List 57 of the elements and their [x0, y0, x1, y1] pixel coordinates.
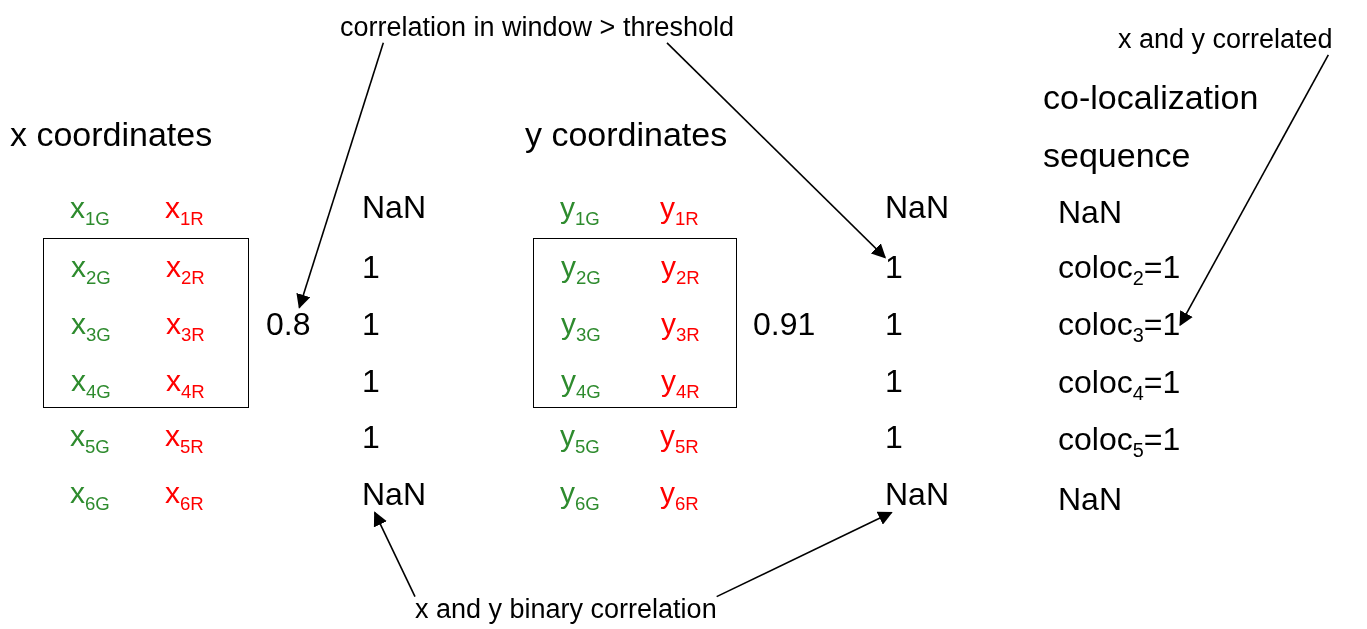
arrow — [666, 42, 887, 259]
value-label: 1 — [362, 307, 380, 343]
value-label: coloc$_{4}$=1 — [1058, 364, 1181, 406]
coordinate-label: y$_{1R}$ — [660, 190, 699, 230]
value-label: 1 — [362, 420, 380, 456]
value-label: 1 — [362, 250, 380, 286]
coordinate-label: x$_{2G}$ — [71, 249, 111, 289]
value-label: NaN — [362, 477, 426, 513]
column-heading: x coordinates — [10, 116, 213, 154]
coordinate-label: y$_{1G}$ — [560, 190, 600, 230]
coordinate-label: x$_{5R}$ — [165, 418, 204, 458]
coordinate-label: y$_{3R}$ — [661, 306, 700, 346]
coordinate-label: x$_{4G}$ — [71, 363, 111, 403]
value-label: NaN — [1058, 195, 1122, 231]
annotation-text: x and y binary correlation — [415, 595, 717, 625]
value-label: NaN — [362, 190, 426, 226]
annotation-text: x and y correlated — [1118, 25, 1333, 55]
coordinate-label: y$_{4R}$ — [661, 363, 700, 403]
coordinate-label: y$_{6G}$ — [560, 475, 600, 515]
arrow — [373, 511, 416, 598]
coordinate-label: x$_{2R}$ — [166, 249, 205, 289]
coordinate-label: y$_{2R}$ — [661, 249, 700, 289]
coordinate-label: x$_{1G}$ — [70, 190, 110, 230]
coordinate-label: x$_{5G}$ — [70, 418, 110, 458]
value-label: 0.91 — [753, 307, 816, 343]
coordinate-label: y$_{5R}$ — [660, 418, 699, 458]
value-label: 1 — [362, 364, 380, 400]
annotation-text: correlation in window > threshold — [340, 13, 734, 43]
coordinate-label: x$_{6G}$ — [70, 475, 110, 515]
arrow — [1179, 54, 1330, 327]
column-heading: co-localization sequence — [1043, 77, 1260, 176]
arrow — [715, 511, 893, 598]
coordinate-label: x$_{3G}$ — [71, 306, 111, 346]
coordinate-label: y$_{2G}$ — [561, 249, 601, 289]
value-label: 0.8 — [266, 307, 311, 343]
value-label: NaN — [885, 190, 949, 226]
value-label: NaN — [885, 477, 949, 513]
coordinate-label: y$_{4G}$ — [561, 363, 601, 403]
coordinate-label: x$_{4R}$ — [166, 363, 205, 403]
coordinate-label: y$_{3G}$ — [561, 306, 601, 346]
value-label: coloc$_{3}$=1 — [1058, 306, 1181, 348]
column-heading: y coordinates — [525, 116, 728, 154]
window-box — [533, 238, 737, 408]
coordinate-label: y$_{6R}$ — [660, 475, 699, 515]
coordinate-label: x$_{6R}$ — [165, 475, 204, 515]
value-label: coloc$_{5}$=1 — [1058, 421, 1181, 463]
arrow — [296, 42, 385, 309]
value-label: NaN — [1058, 482, 1122, 518]
coordinate-label: y$_{5G}$ — [560, 418, 600, 458]
value-label: 1 — [885, 420, 903, 456]
coordinate-label: x$_{3R}$ — [166, 306, 205, 346]
window-box — [43, 238, 249, 408]
value-label: coloc$_{2}$=1 — [1058, 249, 1181, 291]
value-label: 1 — [885, 307, 903, 343]
coordinate-label: x$_{1R}$ — [165, 190, 204, 230]
value-label: 1 — [885, 364, 903, 400]
value-label: 1 — [885, 250, 903, 286]
